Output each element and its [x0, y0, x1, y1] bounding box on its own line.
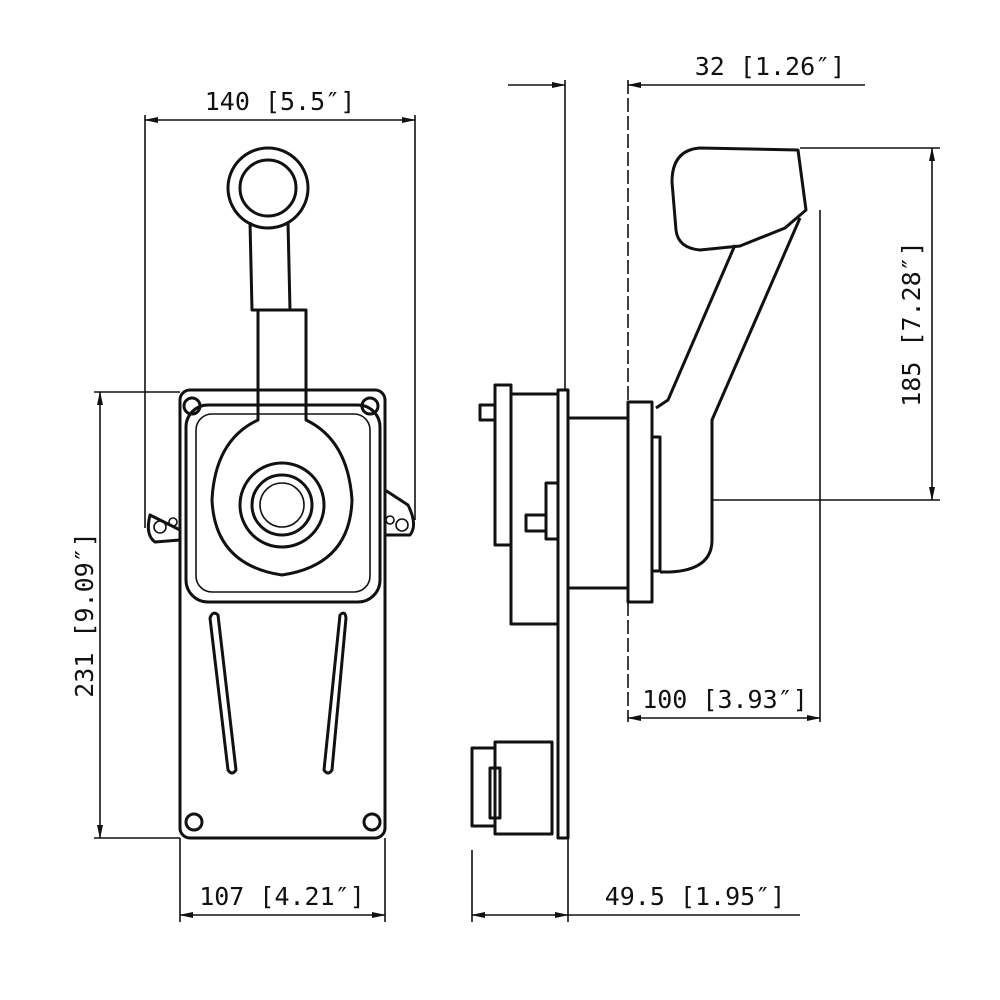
connector-box — [493, 740, 554, 836]
lever-hub-body — [210, 308, 354, 577]
dim-side-offset: 32 [1.26″] — [695, 52, 846, 81]
dim-front-height: 231 [9.09″] — [70, 532, 99, 698]
cylinder — [566, 416, 630, 590]
back-plate — [493, 383, 513, 547]
lever-handle-ring — [226, 146, 310, 230]
side-view — [470, 146, 808, 840]
dim-rear-depth: 49.5 [1.95″] — [605, 882, 786, 911]
left-slot — [208, 611, 238, 775]
lever-arm-side — [655, 217, 802, 574]
left-mounting-ear — [146, 513, 181, 544]
lever-handle-side — [670, 146, 808, 252]
gasket-inner — [195, 413, 371, 593]
dim-plate-width: 107 [4.21″] — [199, 882, 365, 911]
lever-shaft — [248, 221, 292, 312]
dim-lever-height: 185 [7.28″] — [897, 241, 926, 407]
front-view — [146, 146, 415, 840]
dim-lever-depth: 100 [3.93″] — [642, 685, 808, 714]
right-slot — [322, 611, 348, 775]
control-body — [509, 392, 560, 626]
base-plate — [178, 388, 387, 840]
dimension-lines — [94, 80, 940, 922]
dim-front-width: 140 [5.5″] — [205, 87, 356, 116]
flange — [626, 400, 654, 604]
gasket-outer — [184, 403, 382, 604]
right-mounting-ear — [384, 488, 415, 537]
mounting-plate — [556, 388, 570, 840]
